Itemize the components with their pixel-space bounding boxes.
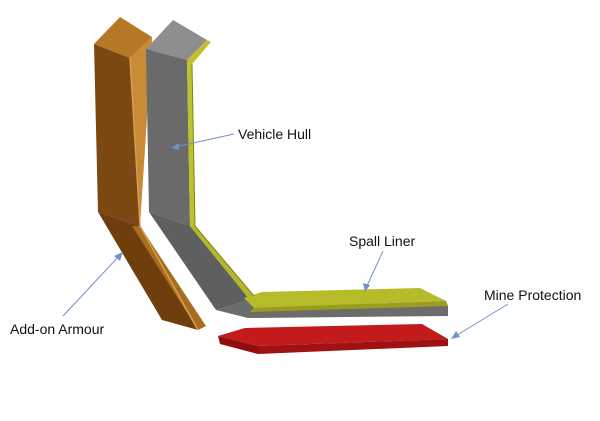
addon-armour-leader-line xyxy=(62,254,121,317)
mine-protection-label: Mine Protection xyxy=(484,287,581,303)
addon-armour-top-face xyxy=(94,17,152,58)
mine-protection-front-face xyxy=(218,336,258,354)
spall-liner-edge-line xyxy=(191,63,255,297)
spall-liner-arrow-icon xyxy=(363,283,370,292)
addon-armour-edge xyxy=(129,57,199,331)
addon-armour-callout: Add-on Armour xyxy=(10,252,123,337)
spall-liner-angled-strip xyxy=(190,226,254,300)
vehicle-hull-front-upper xyxy=(146,49,190,226)
mine-protection-part xyxy=(218,324,448,354)
addon-armour-arrow-icon xyxy=(114,252,123,261)
spall-liner-floor-top xyxy=(244,288,446,308)
vehicle-hull-front-lower xyxy=(149,212,250,310)
spall-liner-part xyxy=(187,40,448,312)
mine-protection-leader-line xyxy=(453,303,509,338)
vehicle-hull-callout: Vehicle Hull xyxy=(171,126,311,150)
addon-armour-front-upper xyxy=(94,44,140,226)
vehicle-hull-arrow-icon xyxy=(171,143,179,150)
spall-liner-vertical-strip xyxy=(187,40,211,226)
vehicle-hull-label: Vehicle Hull xyxy=(238,126,311,142)
vehicle-hull-top-face xyxy=(146,20,207,60)
vehicle-hull-leader-line xyxy=(174,133,235,148)
mine-protection-arrow-icon xyxy=(451,331,460,339)
addon-armour-front-lower xyxy=(98,212,198,330)
spall-liner-callout: Spall Liner xyxy=(349,233,415,292)
mine-protection-long-face xyxy=(258,339,448,354)
spall-liner-label: Spall Liner xyxy=(349,233,415,249)
mine-protection-top-face xyxy=(218,324,448,346)
spall-liner-leader-line xyxy=(365,250,384,289)
addon-armour-label: Add-on Armour xyxy=(10,321,104,337)
spall-liner-floor-edge xyxy=(250,301,448,312)
addon-armour-part xyxy=(94,17,206,331)
mine-protection-callout: Mine Protection xyxy=(451,287,581,339)
